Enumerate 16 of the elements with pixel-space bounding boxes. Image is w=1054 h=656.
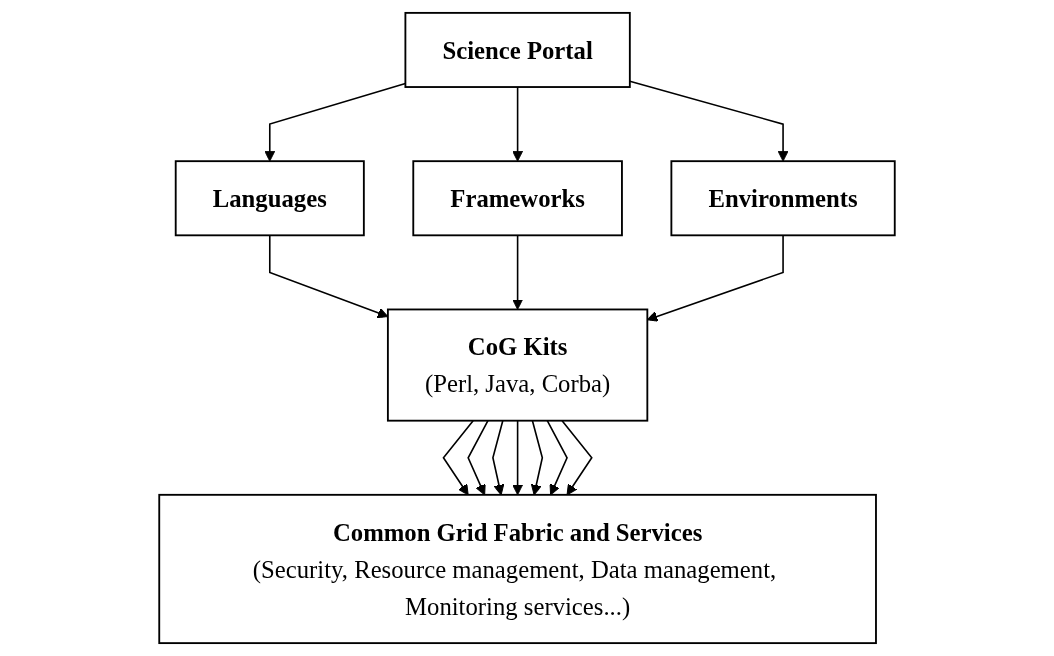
node-box: Science Portal — [404, 11, 631, 88]
arrow — [442, 419, 474, 496]
node-box: Languages — [174, 160, 365, 237]
node-box: CoG Kits (Perl, Java, Corba) — [386, 308, 649, 422]
node-box: Environments — [670, 160, 896, 237]
arrow — [467, 419, 489, 496]
arrow — [512, 419, 524, 496]
arrow — [561, 419, 593, 496]
arrow — [530, 419, 544, 496]
arrow — [512, 86, 524, 162]
arrow — [512, 234, 524, 310]
node-box: Frameworks — [412, 160, 623, 237]
node-box: Common Grid Fabric and Services (Security, Resource management, Data management, Monitoring services...) — [158, 493, 877, 645]
arrow — [492, 419, 505, 496]
arrow — [629, 80, 789, 162]
arrow — [546, 419, 568, 496]
